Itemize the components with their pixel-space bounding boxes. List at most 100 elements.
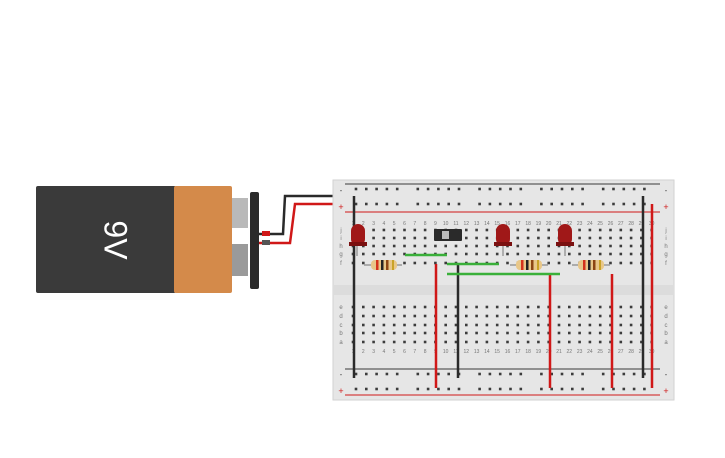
breadboard-hole[interactable] [426, 372, 430, 376]
breadboard-hole[interactable] [571, 372, 574, 376]
breadboard-hole[interactable] [598, 323, 602, 327]
breadboard-hole[interactable] [423, 305, 427, 309]
breadboard-hole[interactable] [537, 314, 540, 318]
breadboard-hole[interactable] [475, 228, 478, 232]
breadboard-hole[interactable] [372, 252, 375, 256]
breadboard-hole[interactable] [643, 372, 646, 376]
breadboard-hole[interactable] [403, 305, 406, 309]
breadboard-hole[interactable] [550, 372, 553, 376]
breadboard-hole[interactable] [547, 314, 550, 318]
breadboard-hole[interactable] [485, 244, 489, 248]
breadboard-hole[interactable] [485, 323, 489, 327]
breadboard-hole[interactable] [509, 372, 512, 376]
breadboard-hole[interactable] [382, 236, 386, 240]
breadboard-hole[interactable] [365, 187, 368, 191]
breadboard-hole[interactable] [434, 261, 437, 265]
breadboard-hole[interactable] [598, 331, 602, 335]
breadboard-hole[interactable] [629, 244, 633, 248]
breadboard-hole[interactable] [557, 305, 561, 309]
breadboard-hole[interactable] [413, 261, 417, 265]
breadboard-hole[interactable] [413, 323, 417, 327]
breadboard-hole[interactable] [571, 187, 574, 191]
breadboard-hole[interactable] [632, 387, 636, 391]
breadboard-hole[interactable] [619, 236, 623, 240]
breadboard-hole[interactable] [526, 228, 530, 232]
breadboard-hole[interactable] [571, 387, 574, 391]
breadboard-hole[interactable] [519, 372, 523, 376]
breadboard-hole[interactable] [423, 331, 427, 335]
breadboard-hole[interactable] [485, 331, 489, 335]
breadboard-hole[interactable] [423, 261, 427, 265]
breadboard-hole[interactable] [588, 331, 592, 335]
breadboard-hole[interactable] [519, 387, 523, 391]
breadboard-hole[interactable] [506, 314, 509, 318]
breadboard-hole[interactable] [447, 187, 450, 191]
breadboard-hole[interactable] [526, 323, 530, 327]
breadboard-hole[interactable] [454, 314, 458, 318]
breadboard-hole[interactable] [629, 228, 633, 232]
breadboard-hole[interactable] [557, 252, 561, 256]
breadboard-hole[interactable] [403, 331, 406, 335]
breadboard-hole[interactable] [444, 340, 447, 344]
breadboard-hole[interactable] [385, 202, 389, 206]
breadboard-hole[interactable] [601, 372, 605, 376]
breadboard-hole[interactable] [475, 244, 478, 248]
breadboard-hole[interactable] [392, 314, 396, 318]
breadboard-hole[interactable] [578, 228, 581, 232]
breadboard-hole[interactable] [447, 387, 450, 391]
breadboard-hole[interactable] [498, 372, 502, 376]
breadboard-hole[interactable] [612, 187, 615, 191]
breadboard-hole[interactable] [362, 314, 365, 318]
breadboard-hole[interactable] [526, 252, 530, 256]
led-3[interactable] [556, 224, 574, 256]
breadboard-hole[interactable] [454, 305, 458, 309]
breadboard-hole[interactable] [629, 331, 633, 335]
breadboard-hole[interactable] [413, 340, 417, 344]
breadboard-hole[interactable] [619, 244, 623, 248]
breadboard-hole[interactable] [632, 187, 636, 191]
breadboard-hole[interactable] [423, 244, 427, 248]
breadboard-hole[interactable] [395, 387, 399, 391]
breadboard-hole[interactable] [385, 387, 389, 391]
breadboard-hole[interactable] [423, 323, 427, 327]
breadboard-hole[interactable] [395, 187, 399, 191]
breadboard-hole[interactable] [413, 305, 417, 309]
breadboard-hole[interactable] [465, 331, 468, 335]
breadboard-hole[interactable] [382, 323, 386, 327]
breadboard-hole[interactable] [444, 261, 447, 265]
breadboard-hole[interactable] [423, 236, 427, 240]
breadboard-hole[interactable] [550, 187, 553, 191]
breadboard-hole[interactable] [568, 252, 571, 256]
breadboard-hole[interactable] [550, 387, 553, 391]
battery-black-lead[interactable] [259, 194, 356, 236]
breadboard-hole[interactable] [403, 340, 406, 344]
breadboard-hole[interactable] [382, 331, 386, 335]
breadboard-hole[interactable] [640, 314, 643, 318]
breadboard-hole[interactable] [619, 261, 623, 265]
breadboard-hole[interactable] [485, 340, 489, 344]
breadboard-hole[interactable] [581, 372, 584, 376]
breadboard-hole[interactable] [478, 372, 481, 376]
breadboard-hole[interactable] [578, 236, 581, 240]
switch-lever[interactable] [442, 231, 449, 239]
breadboard-hole[interactable] [382, 305, 386, 309]
breadboard-hole[interactable] [454, 244, 458, 248]
breadboard-hole[interactable] [578, 323, 581, 327]
breadboard-hole[interactable] [485, 305, 489, 309]
breadboard-hole[interactable] [488, 202, 492, 206]
breadboard-hole[interactable] [385, 372, 389, 376]
breadboard-hole[interactable] [382, 252, 386, 256]
breadboard-hole[interactable] [601, 202, 605, 206]
breadboard-hole[interactable] [601, 387, 605, 391]
breadboard-hole[interactable] [478, 387, 481, 391]
breadboard-hole[interactable] [550, 202, 553, 206]
breadboard-hole[interactable] [526, 314, 530, 318]
breadboard-hole[interactable] [619, 323, 623, 327]
breadboard-hole[interactable] [643, 387, 646, 391]
breadboard-hole[interactable] [588, 314, 592, 318]
breadboard-hole[interactable] [375, 202, 378, 206]
breadboard-hole[interactable] [444, 323, 447, 327]
breadboard-hole[interactable] [372, 228, 375, 232]
breadboard-hole[interactable] [588, 340, 592, 344]
breadboard-hole[interactable] [560, 387, 564, 391]
